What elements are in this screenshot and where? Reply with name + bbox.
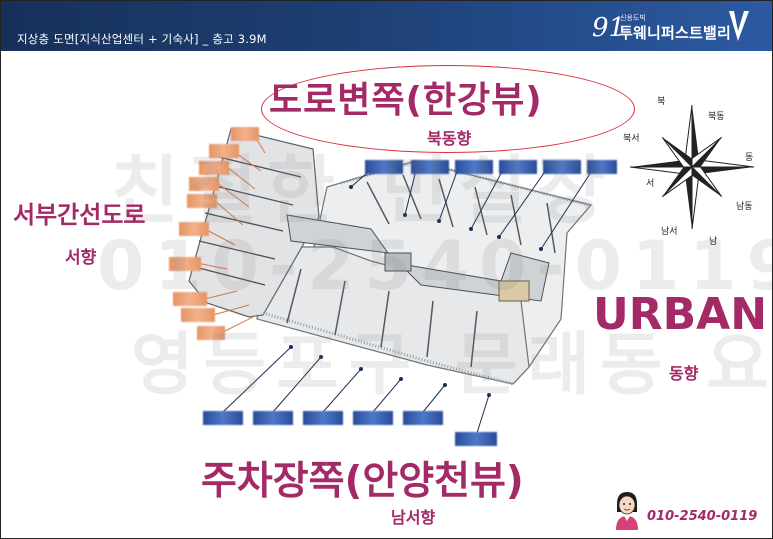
compass-north-label: 북 [657, 97, 666, 107]
agent-avatar-icon [616, 492, 638, 530]
blurred-room-label [169, 257, 201, 271]
south-view-title: 주차장쪽(안양천뷰) [201, 459, 524, 504]
blurred-room-label [197, 326, 225, 340]
blurred-unit-label [543, 160, 581, 174]
contact-badge: 친절한 민실장 010-2540-0119 [613, 488, 763, 532]
header-bar: 지상층 도면[지식산업센터 + 기숙사] _ 층고 3.9M 91 신용도빅 투… [1, 1, 772, 51]
page-title: 지상층 도면[지식산업센터 + 기숙사] _ 층고 3.9M [17, 32, 267, 46]
contact-name: 친절한 민실장 [647, 493, 724, 509]
brand-v-icon [729, 11, 749, 41]
blurred-unit-label [411, 160, 449, 174]
brand-name: 투웨니퍼스트밸리 [619, 24, 732, 42]
east-orientation: 동향 [669, 364, 699, 383]
compass-southeast-label: 남동 [736, 202, 753, 212]
blurred-unit-label [365, 160, 403, 174]
brand-small-text: 신용도빅 [620, 14, 646, 22]
south-orientation: 남서향 [391, 508, 436, 527]
east-view-title: URBAN [593, 289, 768, 340]
blurred-unit-label [455, 432, 497, 446]
blurred-unit-label [587, 160, 617, 174]
blurred-room-label [187, 194, 217, 208]
north-view-title: 도로변쪽(한강뷰) [269, 80, 543, 121]
compass-northwest-label: 북서 [623, 134, 640, 144]
blurred-unit-label [203, 411, 243, 425]
blurred-room-label [173, 292, 207, 306]
compass-southwest-label: 남서 [661, 227, 678, 237]
blurred-unit-label [353, 411, 393, 425]
brand-number: 91 [592, 13, 626, 43]
compass-northeast-label: 북동 [708, 112, 725, 122]
compass-south-label: 남 [709, 237, 718, 247]
west-view-title: 서부간선도로 [13, 201, 146, 229]
west-orientation: 서향 [65, 248, 97, 268]
compass-rose-icon [629, 104, 755, 230]
contact-phone: 010-2540-0119 [647, 509, 758, 524]
compass-west-label: 서 [646, 179, 655, 189]
blurred-unit-label [303, 411, 343, 425]
blurred-room-label [199, 161, 229, 175]
blurred-room-label [181, 308, 215, 322]
blurred-room-label [189, 177, 219, 191]
compass-east-label: 동 [745, 153, 754, 163]
blurred-unit-label [403, 411, 443, 425]
highlight-ellipse [261, 65, 635, 153]
blurred-unit-label [499, 160, 537, 174]
blurred-room-label [231, 127, 259, 141]
blurred-unit-label [455, 160, 493, 174]
blurred-unit-label [253, 411, 293, 425]
blurred-room-label [179, 222, 209, 236]
north-orientation: 북동향 [427, 129, 472, 148]
blurred-room-label [209, 144, 239, 158]
brand-logo: 91 신용도빅 투웨니퍼스트밸리 [592, 7, 752, 45]
